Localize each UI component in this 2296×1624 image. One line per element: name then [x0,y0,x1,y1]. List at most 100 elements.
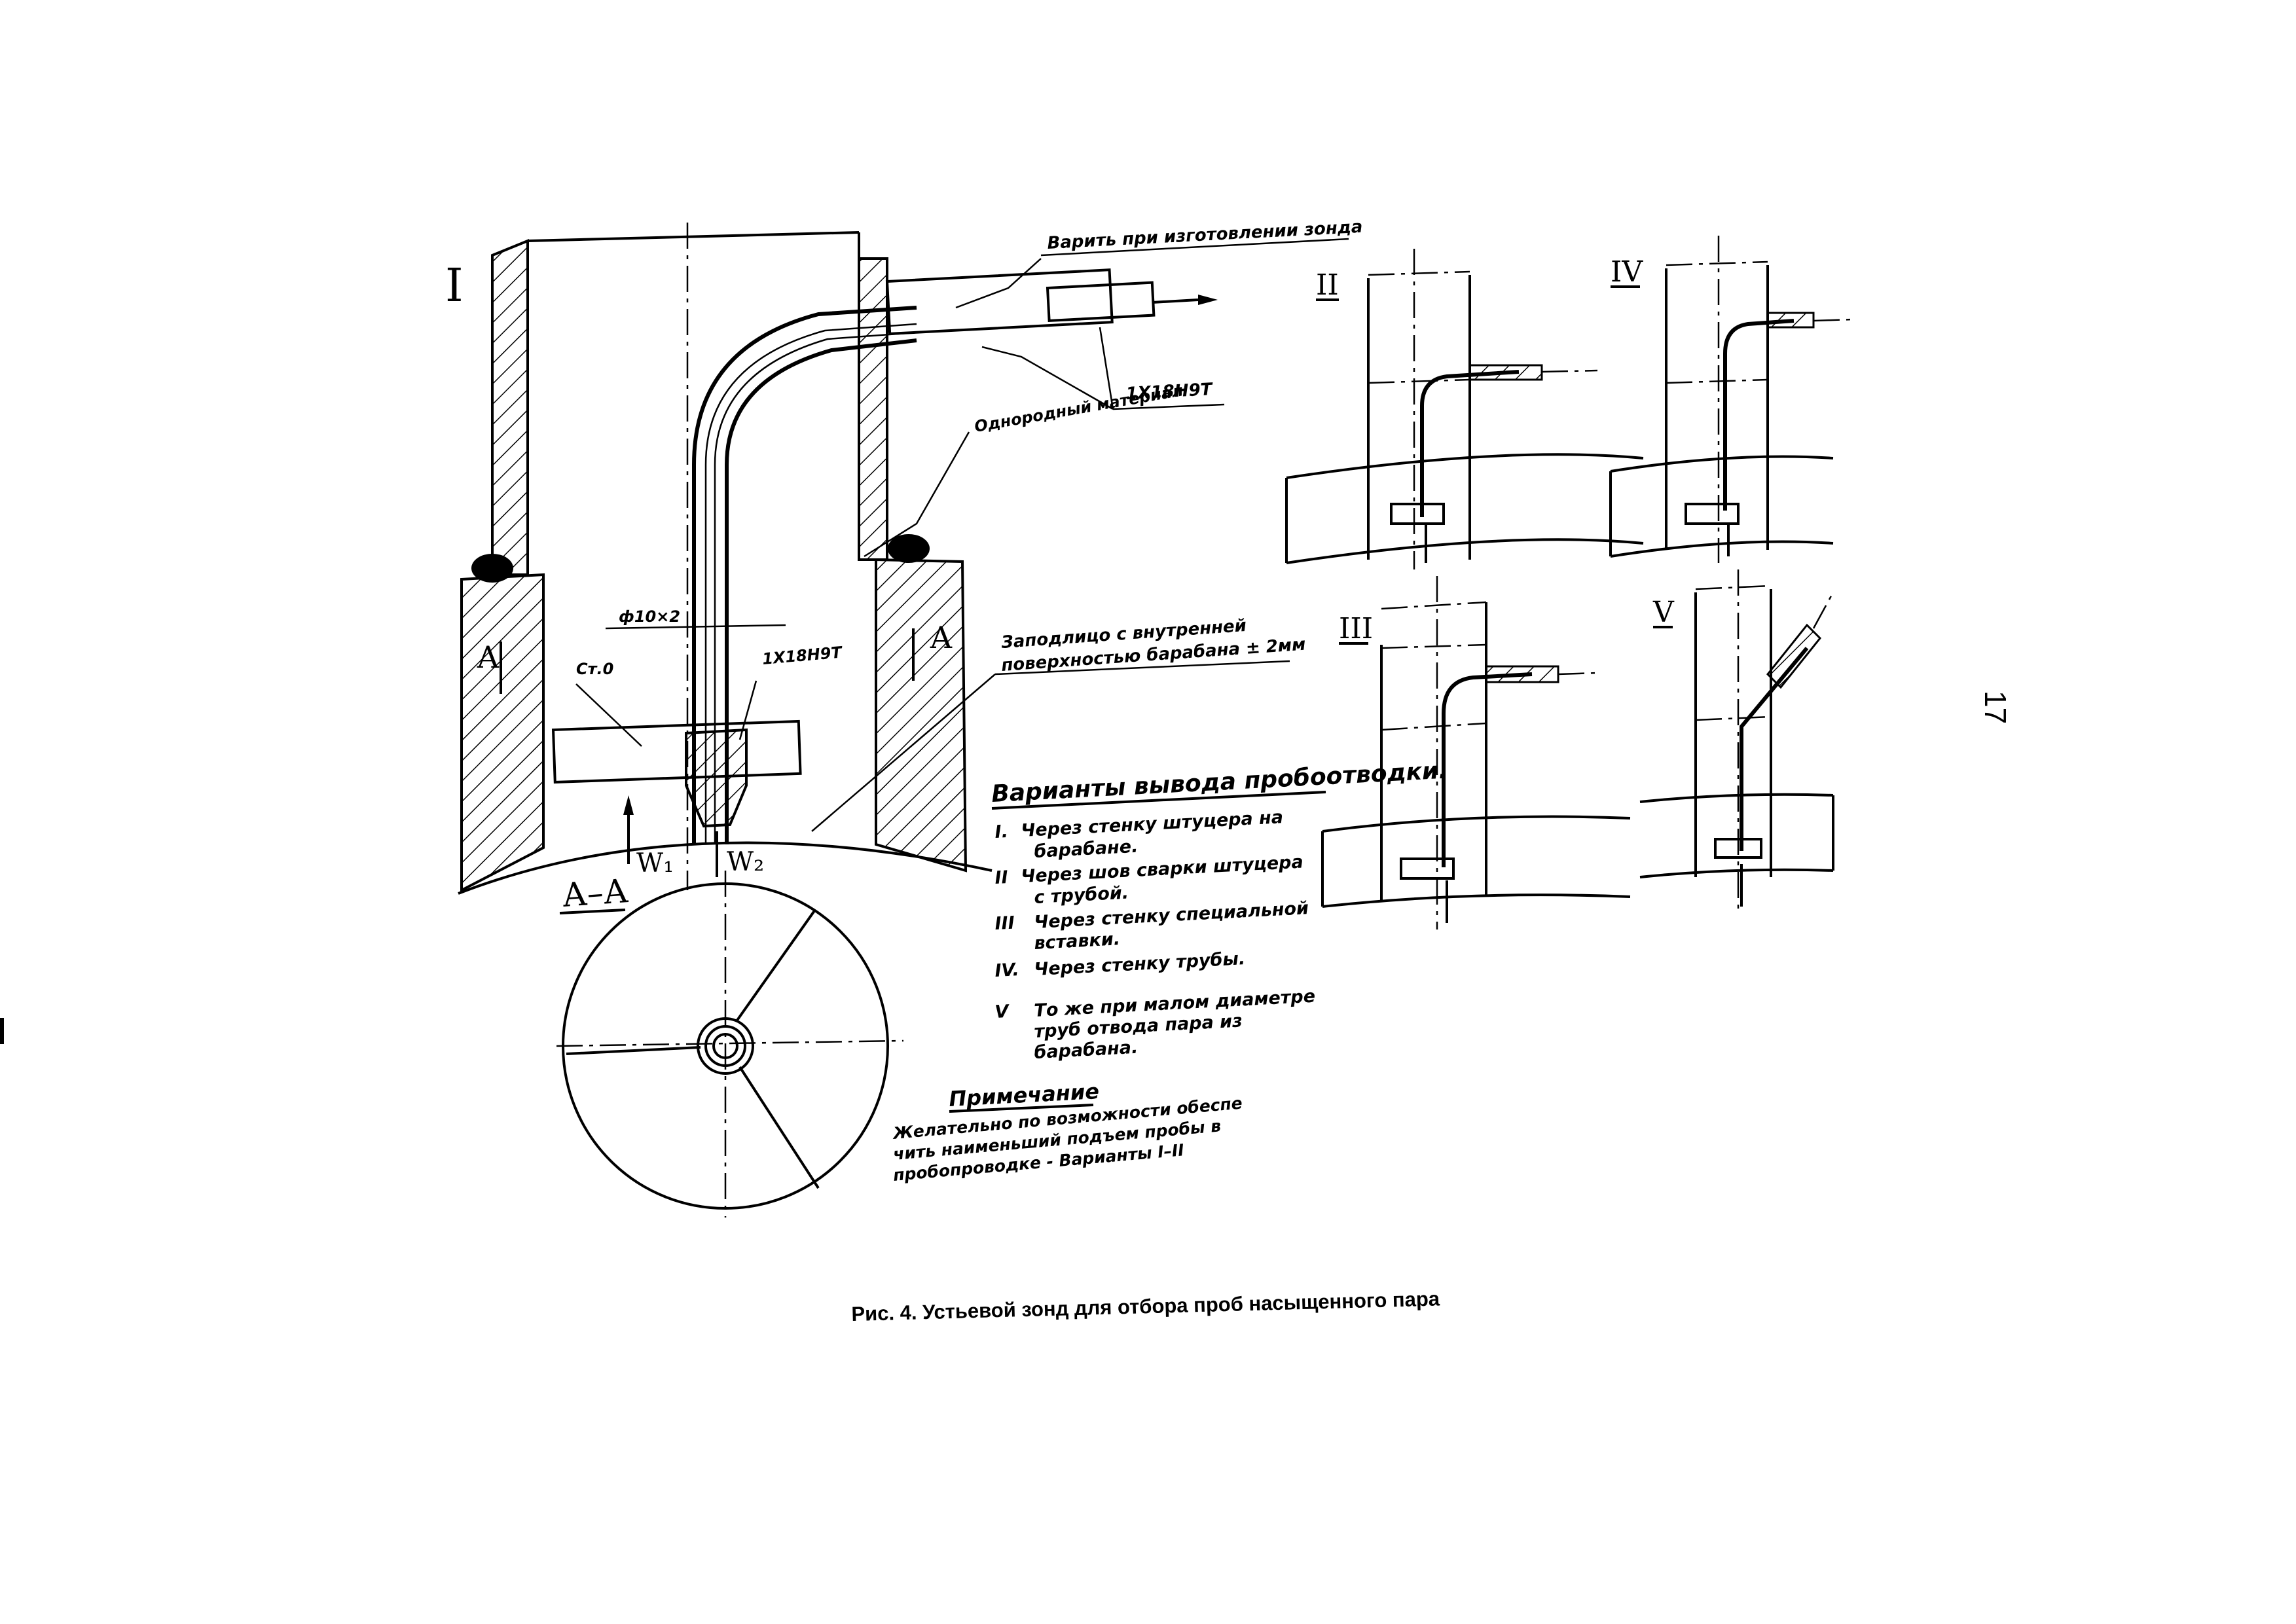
variant-IV-top [1666,261,1768,266]
variant-V: V [1639,569,1834,910]
legend-item-2-line2: с трубой. [1034,882,1129,908]
weld-bead-right [888,534,930,563]
nozzle-wall-left [491,239,529,576]
spoke-1 [735,909,816,1022]
legend-item-1-line2: барабане. [1034,837,1139,862]
section-mark-right: А [930,620,953,655]
diameter-label: ф10×2 [619,607,680,626]
section-view: А–А [556,871,904,1218]
leader-steel-shelf [1112,403,1225,410]
variant-V-plate [1714,838,1762,859]
legend-item-3-line2: вставки. [1034,929,1121,954]
leader-material [864,431,970,558]
nozzle-wall-right [858,257,888,561]
main-view [458,223,1349,895]
probe-ring-mid [704,1025,746,1067]
steel-grade-mid: 1Х18Н9Т [761,643,843,668]
leader-steel-top [981,346,1114,410]
outlet-fitting [885,268,1114,335]
page-number: 17 [1978,691,2013,725]
legend-title: Варианты вывода пробоотводки. [991,757,1448,808]
variant-III-top [1381,601,1487,610]
drum-wall-right [875,558,968,873]
variant-IV-drum-top [1610,455,1834,473]
plate-material: Ст.0 [576,660,613,678]
spoke-2 [566,1046,701,1055]
outlet-arrowhead [1198,295,1218,305]
weld-bead-left [471,554,513,583]
flow-label-2: W₂ [727,847,764,877]
variant-III-weld-line-1 [1381,643,1487,649]
probe-tube-outer-2 [725,338,917,844]
note-title-underline [949,1104,1094,1113]
variant-III-drum-top [1322,815,1631,833]
variant-label-IV: IV [1611,255,1643,289]
probe-ring-outer [697,1017,754,1075]
variant-III-plate [1400,857,1455,880]
variant-IV: IV [1609,236,1853,563]
variant-V-drum-top [1639,793,1834,803]
diameter-leader [605,624,786,630]
probe-tube-outer [692,306,917,844]
weld-note: Варить при изготовлении зонда [1047,217,1363,253]
legend-item-4-num: IV. [994,960,1020,981]
leader-flush-shelf [994,660,1290,676]
section-center-horizontal [556,1039,904,1047]
section-label: А–А [561,872,630,914]
variant-V-weld-line [1695,715,1772,721]
legend-item-4-line1: Через стенку трубы. [1034,948,1246,980]
leader-steel-top-2 [1099,327,1114,410]
variant-III: III [1321,576,1631,929]
variant-II-drum-bottom [1286,538,1644,564]
variant-V-top [1695,585,1772,590]
variant-label-II: II [1316,268,1339,302]
variant-III-outlet [1558,672,1598,676]
spoke-3 [738,1066,820,1189]
variant-IV-weld-line [1666,378,1768,384]
leader-weld-shelf [1040,238,1349,257]
variant-III-fitting [1485,665,1559,683]
view-label-I: I [445,259,464,312]
probe-tube-bore [704,323,917,844]
variant-II-top [1368,270,1470,276]
section-label-underline [559,909,626,914]
variant-III-weld-line-2 [1381,722,1487,731]
variant-II-drum-top [1286,453,1644,479]
variant-II-plate [1390,503,1445,525]
probe-ring-inner [712,1033,738,1059]
probe-tip [685,728,748,828]
variant-V-drum-bottom [1639,868,1834,878]
variant-IV-outlet [1813,318,1853,322]
note-block: Примечание Желательно по возможности обе… [891,1079,1243,1185]
legend-item-5-num: V [994,1001,1011,1022]
probe-tube-bore-2 [714,331,917,844]
variant-IV-probe [1723,319,1795,511]
leader-steel-mid [738,680,757,740]
outlet-arrow [1152,298,1199,304]
leader-flush [811,674,996,832]
flow-arrowhead-1 [623,795,634,815]
variant-II-fitting [1468,364,1543,381]
variant-label-V: V [1652,596,1675,629]
legend-item-1-line1: Через стенку штуцера на [1021,807,1284,841]
bottom-plate [551,719,802,784]
variant-II: II [1285,249,1644,569]
variant-II-probe [1420,370,1520,517]
scan-edge-mark [0,1018,4,1044]
variant-III-drum-bottom [1322,893,1631,908]
variant-II-outlet [1541,369,1598,373]
variant-IV-fitting [1766,312,1815,329]
variant-label-III: III [1339,612,1373,645]
nozzle-top-edge [527,231,860,242]
legend-item-2-num: II [994,867,1009,888]
variant-II-weld-line [1368,378,1470,384]
leader-weld [955,258,1042,309]
steel-grade-top: 1Х18Н9Т [1125,380,1214,404]
section-mark-left: А [477,640,500,675]
drum-wall-left [460,573,545,893]
legend-item-1-num: I. [994,821,1009,842]
variant-IV-plate [1685,503,1740,525]
variant-III-probe [1442,672,1533,867]
variant-IV-drum-bottom [1610,540,1834,558]
